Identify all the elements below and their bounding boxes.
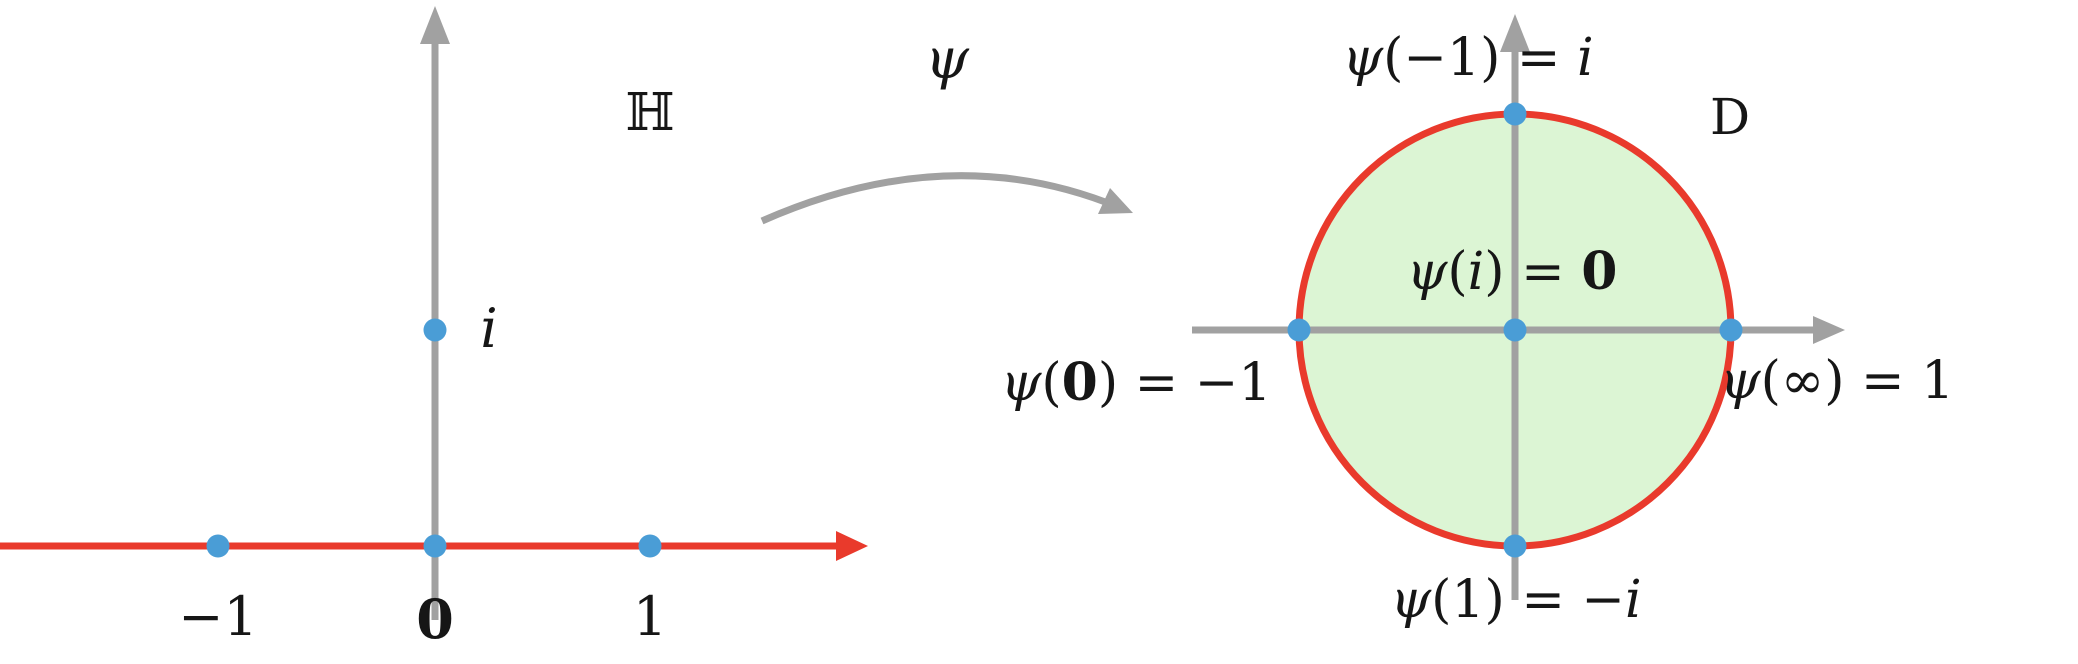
psi-symbol: ψ <box>1342 28 1384 88</box>
label-bottom-argument: (1) = − <box>1431 570 1625 630</box>
label-psi-of-minus-one: ψ(−1) = i <box>1342 32 1593 84</box>
point-one <box>638 534 662 558</box>
label-psi-of-one: ψ(1) = −i <box>1390 574 1641 626</box>
image-point-i-top <box>1503 102 1527 126</box>
label-center-value: 0 <box>1581 241 1618 302</box>
label-center-argument: i <box>1467 242 1485 302</box>
psi-symbol: ψ <box>1406 242 1448 302</box>
label-left-rest: ) = −1 <box>1097 353 1272 413</box>
disk-vertical-axis-arrowhead-icon <box>1500 14 1530 52</box>
label-center-open: ( <box>1447 242 1468 302</box>
label-top-value: i <box>1577 28 1594 88</box>
tick-one-label: 1 <box>632 585 668 648</box>
disk-group <box>1192 14 1845 600</box>
point-i <box>423 318 447 342</box>
label-center-close: ) = <box>1484 242 1582 302</box>
psi-symbol: ψ <box>1000 353 1042 413</box>
real-axis-arrowhead-icon <box>836 531 868 561</box>
label-left-open: ( <box>1041 353 1062 413</box>
disk-domain-label: D <box>1709 88 1751 146</box>
label-left-argument: 0 <box>1061 352 1098 413</box>
half-plane-group <box>0 6 868 620</box>
image-point-minus-one-left <box>1287 318 1311 342</box>
map-arrow-curve <box>760 172 1120 225</box>
imaginary-axis-arrowhead-icon <box>420 6 450 44</box>
tick-minus-one-label: −1 <box>178 585 258 648</box>
point-zero <box>423 534 447 558</box>
point-i-label: i <box>480 297 498 360</box>
label-top-argument: (−1) = <box>1383 28 1577 88</box>
tick-zero-label: 0 <box>416 587 454 651</box>
map-arrowhead-icon <box>1098 188 1133 214</box>
image-point-minus-i-bottom <box>1503 534 1527 558</box>
psi-symbol: ψ <box>1719 351 1761 411</box>
label-right-rest: (∞) = 1 <box>1760 351 1955 411</box>
label-psi-of-zero: ψ(0) = −1 <box>1001 357 1272 410</box>
image-point-zero-center <box>1503 318 1527 342</box>
disk-horizontal-axis-arrowhead-icon <box>1813 316 1845 344</box>
label-psi-of-infinity: ψ(∞) = 1 <box>1720 355 1954 407</box>
psi-symbol: ψ <box>1390 570 1432 630</box>
map-psi-label: ψ <box>925 27 969 92</box>
point-minus-one <box>206 534 230 558</box>
label-bottom-value: i <box>1625 570 1642 630</box>
half-plane-domain-label: ℍ <box>625 83 675 143</box>
image-point-one-right <box>1719 318 1743 342</box>
map-arrow-group <box>760 172 1133 225</box>
label-psi-of-i: ψ(i) = 0 <box>1407 246 1618 299</box>
